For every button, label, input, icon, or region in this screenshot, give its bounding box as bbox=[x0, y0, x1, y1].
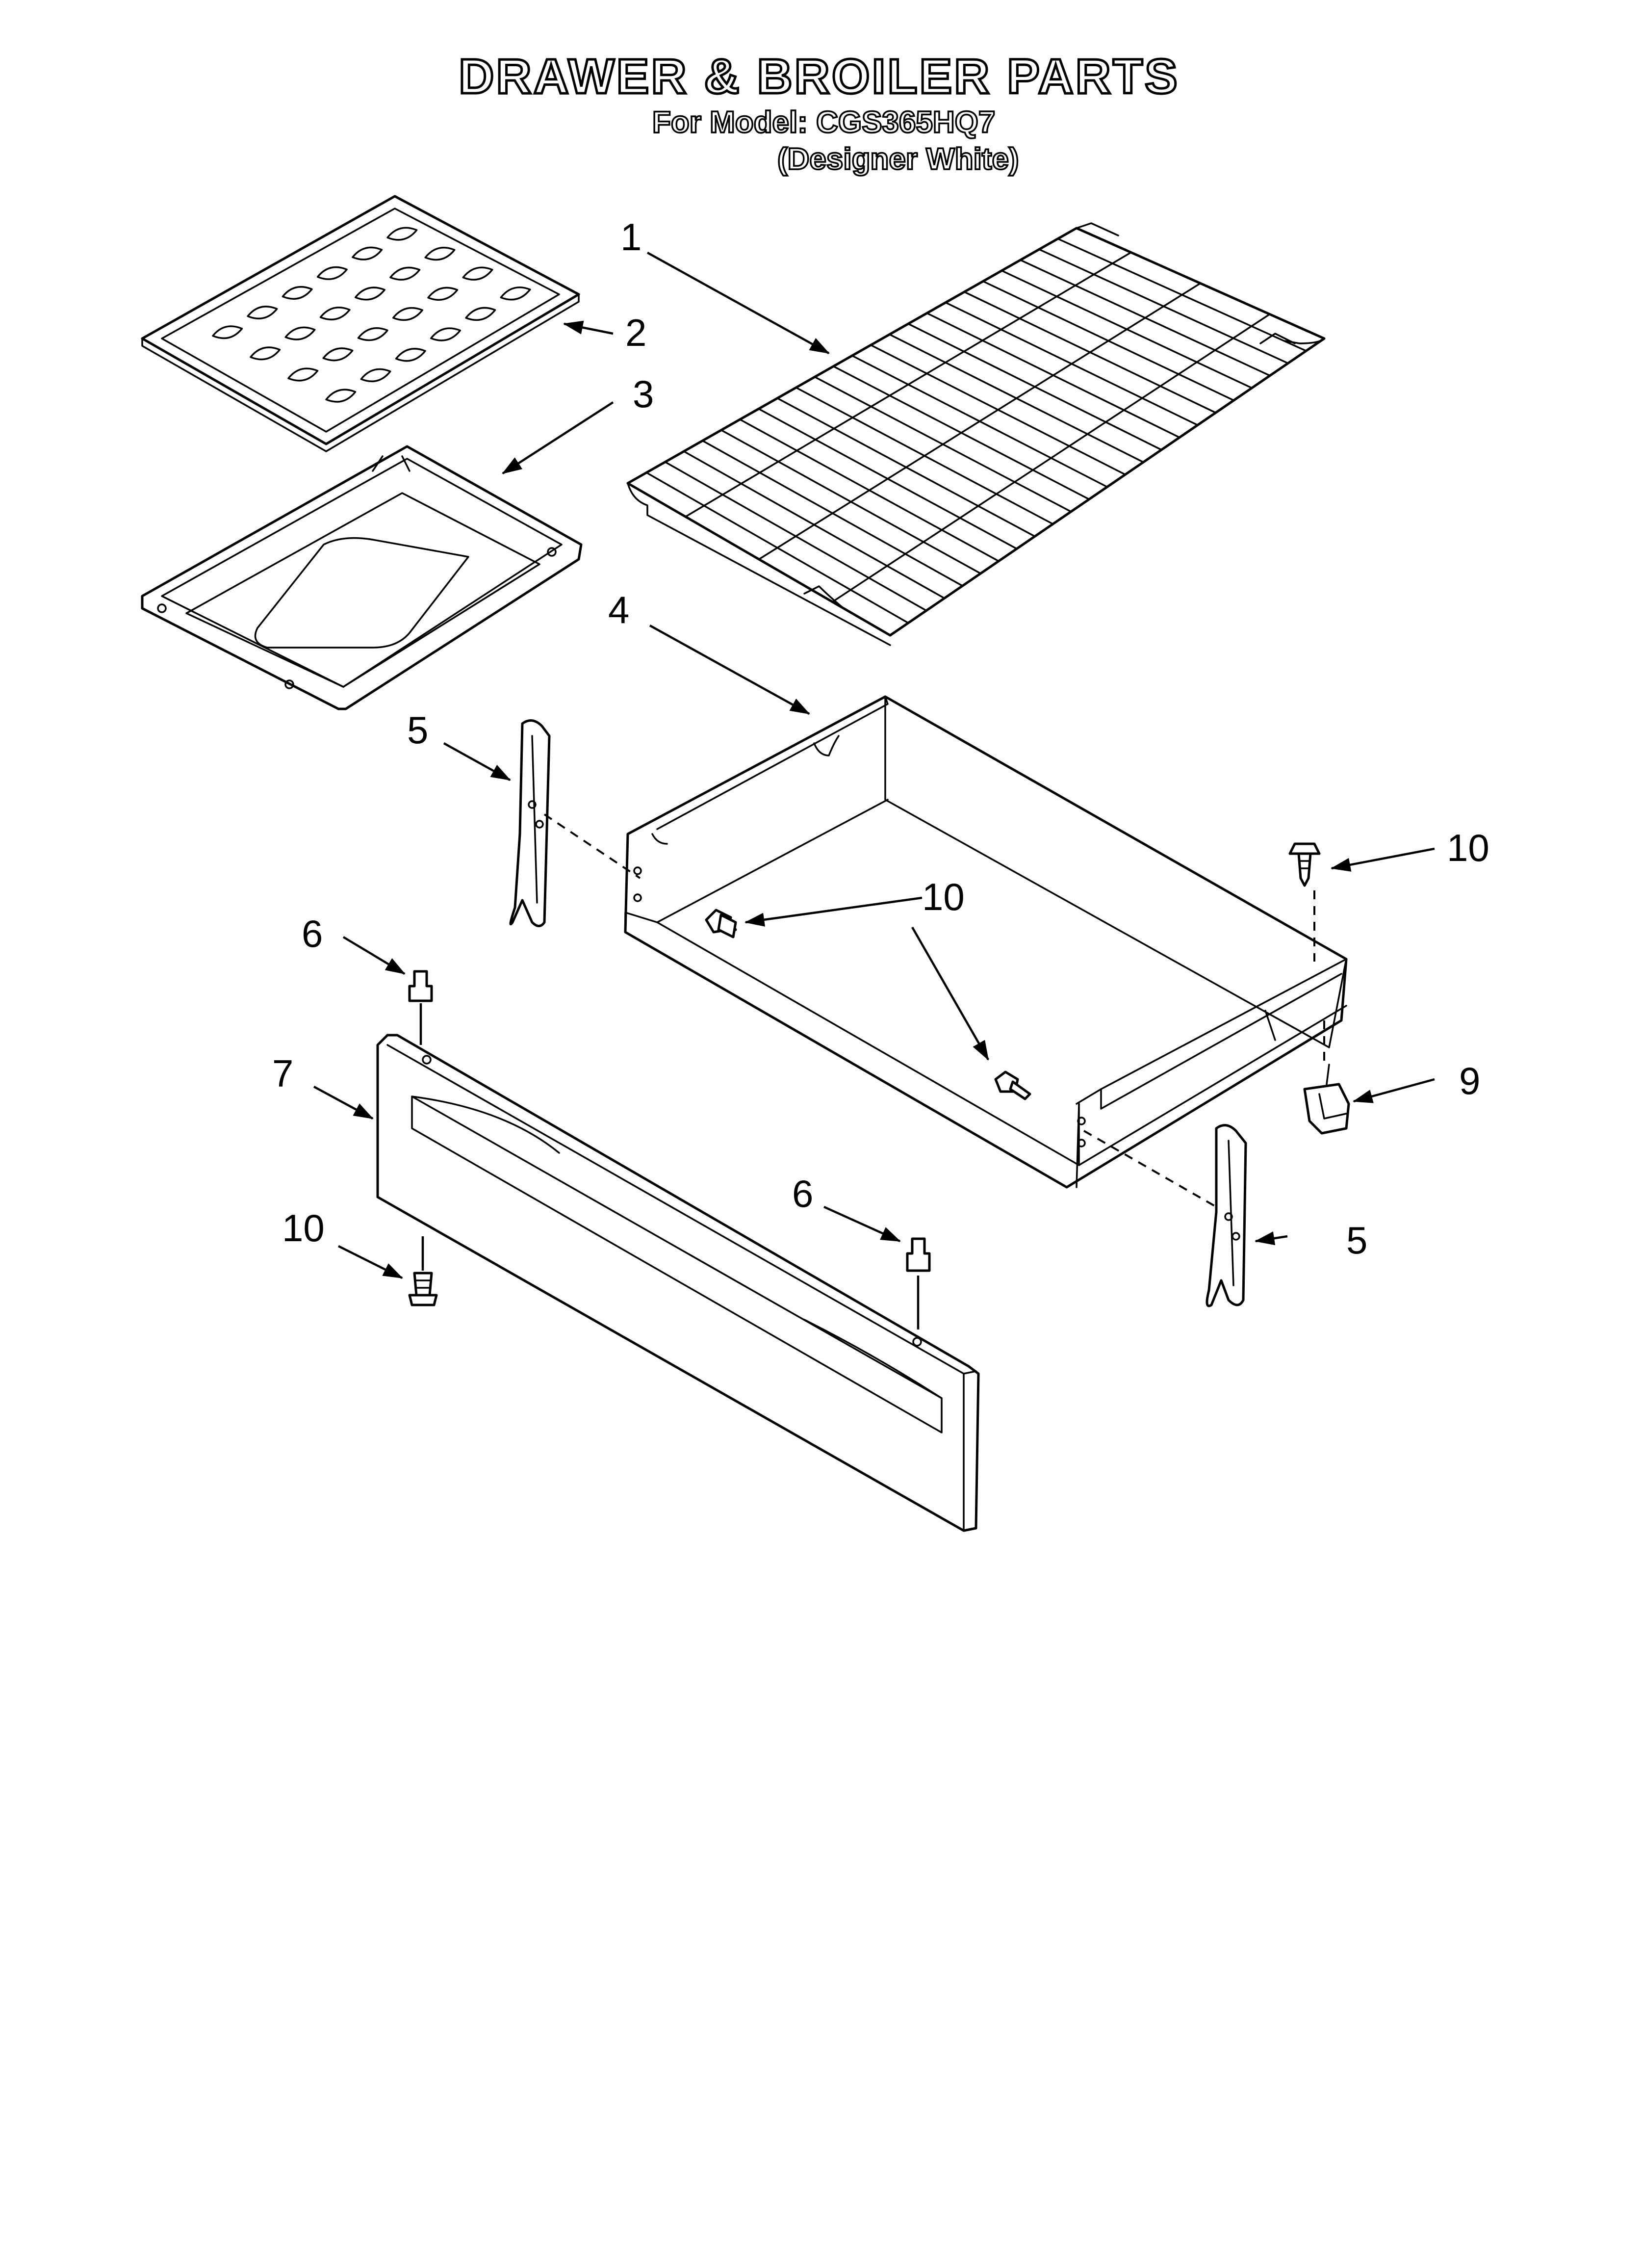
callout-7: 7 bbox=[272, 1052, 293, 1095]
callout-4: 4 bbox=[608, 588, 629, 631]
leader-6b bbox=[823, 1205, 901, 1243]
grid-slot bbox=[430, 327, 462, 341]
screw-drawer-part bbox=[994, 1070, 1031, 1100]
grid-slot bbox=[284, 326, 316, 340]
slide-right-part bbox=[1206, 1124, 1247, 1307]
callout-2: 2 bbox=[625, 311, 646, 354]
grid-slot bbox=[319, 306, 351, 321]
leader-4 bbox=[649, 625, 810, 715]
grid-slot bbox=[427, 287, 459, 301]
leader-5a bbox=[443, 742, 511, 781]
grid-slot bbox=[392, 307, 423, 321]
grid-slot bbox=[352, 246, 383, 261]
grid-slot bbox=[247, 306, 278, 320]
grid-slot bbox=[465, 307, 496, 321]
model-line: For Model: CGS365HQ7 bbox=[652, 105, 995, 139]
callout-10-center: 10 bbox=[922, 875, 965, 918]
leader-10a bbox=[1331, 847, 1435, 872]
stud-left-part bbox=[408, 970, 433, 1045]
leader-6a bbox=[342, 936, 406, 975]
grid-slot bbox=[325, 389, 357, 403]
grid-slot bbox=[386, 227, 418, 241]
broiler-grid-part bbox=[141, 195, 580, 452]
grid-slot bbox=[500, 286, 531, 301]
drawer-part bbox=[624, 695, 1348, 1189]
leader-10b bbox=[744, 896, 923, 927]
callout-3: 3 bbox=[633, 372, 654, 416]
slide-left-part bbox=[509, 719, 551, 927]
callout-5-right: 5 bbox=[1346, 1219, 1367, 1262]
grid-slot bbox=[424, 247, 456, 261]
stud-right-part bbox=[906, 1237, 931, 1330]
leader-1 bbox=[646, 252, 830, 354]
color-line: (Designer White) bbox=[777, 142, 1019, 176]
grid-slot bbox=[250, 346, 281, 361]
grid-slot bbox=[282, 286, 313, 300]
leader-2 bbox=[563, 320, 614, 335]
broiler-pan-part bbox=[141, 445, 583, 710]
callout-5-left: 5 bbox=[407, 708, 428, 752]
callout-9: 9 bbox=[1459, 1059, 1480, 1102]
leader-7 bbox=[313, 1086, 374, 1120]
drawer-front-panel-part bbox=[376, 1034, 980, 1532]
rack-part bbox=[626, 222, 1326, 646]
leader-5b bbox=[1254, 1231, 1288, 1246]
leader-3 bbox=[502, 401, 614, 474]
grid-slot bbox=[354, 287, 385, 301]
screw-panel-part bbox=[408, 1236, 438, 1306]
leader-9 bbox=[1353, 1078, 1435, 1103]
callout-10-right: 10 bbox=[1447, 826, 1489, 869]
page-title: DRAWER & BROILER PARTS bbox=[459, 49, 1180, 104]
grid-slot bbox=[287, 367, 319, 382]
grid-slot bbox=[360, 368, 391, 383]
grid-slot bbox=[395, 348, 426, 362]
grid-slot bbox=[322, 347, 354, 362]
screw-center-part bbox=[705, 909, 737, 938]
grid-slot bbox=[357, 327, 388, 341]
callout-6-right: 6 bbox=[792, 1172, 813, 1215]
grid-slot bbox=[389, 266, 421, 281]
leader-10d bbox=[337, 1245, 403, 1279]
assembly-line-left bbox=[543, 813, 641, 879]
leader-10c bbox=[911, 926, 989, 1061]
assembly-line-right bbox=[1083, 1130, 1217, 1208]
screw-right-top-part bbox=[1288, 842, 1321, 887]
grid-slot bbox=[462, 266, 493, 281]
clip-part bbox=[1303, 1064, 1350, 1135]
callout-10-panel: 10 bbox=[282, 1206, 325, 1250]
grid-slot bbox=[316, 266, 348, 280]
callout-6-left: 6 bbox=[302, 912, 323, 955]
callout-1: 1 bbox=[620, 215, 641, 259]
grid-slot bbox=[212, 325, 243, 339]
